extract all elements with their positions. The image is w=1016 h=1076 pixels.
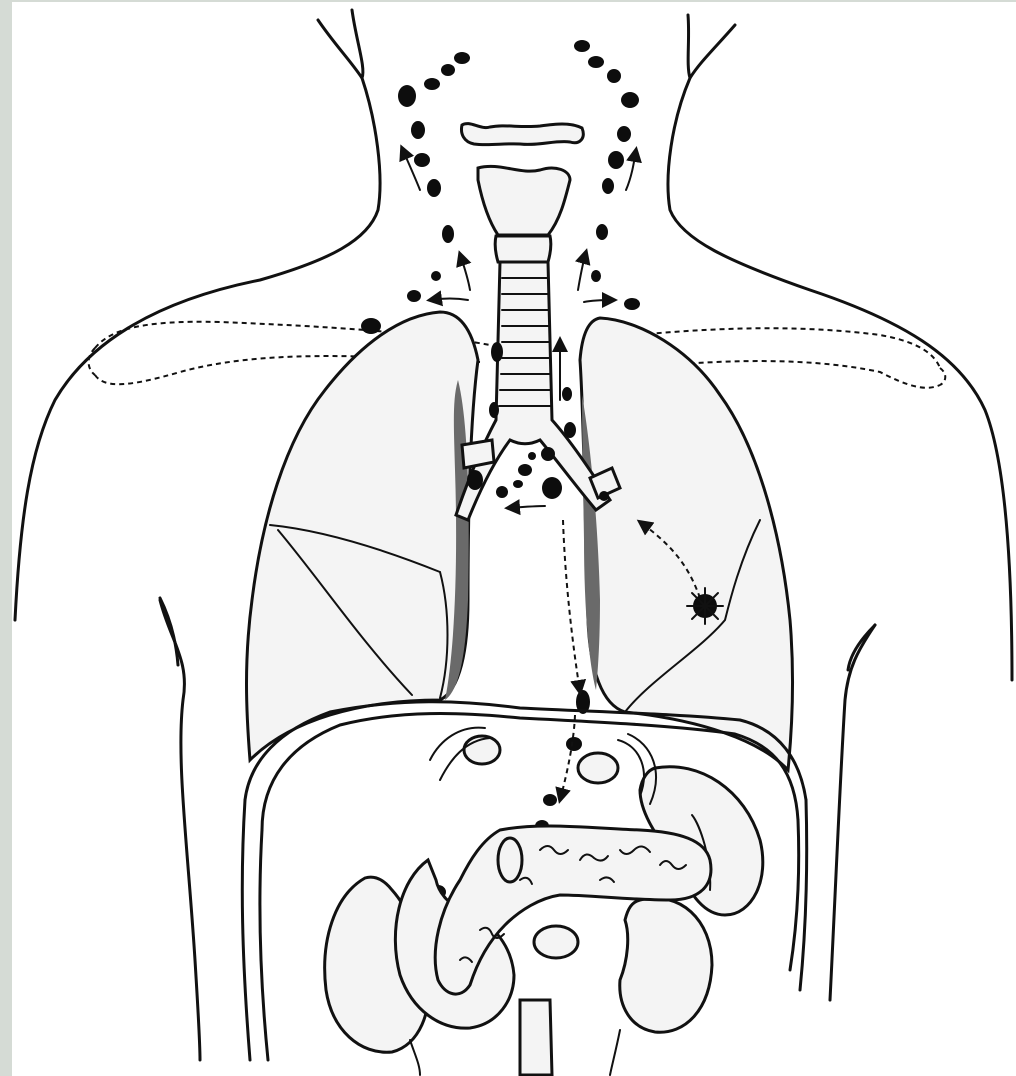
left-lung: [247, 312, 479, 760]
right-lung: [580, 318, 793, 770]
ureter-left: [410, 1040, 420, 1075]
diagram-canvas: [12, 2, 1016, 1076]
right-kidney: [620, 898, 712, 1032]
renal-vessel: [534, 926, 578, 958]
arrow-abdomen-down: [560, 715, 575, 800]
right-ear: [688, 15, 735, 78]
arrow-mediastinum-down: [563, 520, 580, 692]
arrow-neck-right-lower: [578, 252, 586, 290]
left-abdominal-inner: [260, 830, 268, 1060]
left-abdominal-wall: [242, 800, 250, 1060]
right-abdominal-inner: [790, 820, 799, 970]
thyroid-cartilage: [478, 166, 570, 235]
tumor: [687, 588, 723, 624]
arrow-supraclavicular-right: [584, 300, 614, 302]
arrow-hilar-left: [508, 506, 545, 508]
left-bronchus-stub: [462, 440, 494, 468]
arrow-neck-right-upper: [626, 150, 636, 190]
aortic-branch-right: [578, 753, 618, 783]
arrow-neck-left-lower: [460, 254, 470, 290]
lymphatic-spread-diagram: [12, 2, 1016, 1076]
right-side-torso: [830, 625, 875, 1000]
left-ear: [318, 10, 363, 78]
arrow-supraclavicular-left: [430, 299, 468, 301]
arrow-neck-left-upper: [402, 148, 420, 190]
right-clavicle-end: [940, 368, 945, 385]
cricoid: [495, 236, 551, 262]
abdominal-organs: [325, 728, 763, 1075]
aorta: [520, 1000, 552, 1075]
right-abdominal-wall: [800, 800, 807, 990]
left-side-torso: [160, 600, 200, 1060]
hyoid-bone: [462, 124, 584, 145]
ureter-right: [610, 1030, 620, 1075]
portal-vein: [498, 838, 522, 882]
